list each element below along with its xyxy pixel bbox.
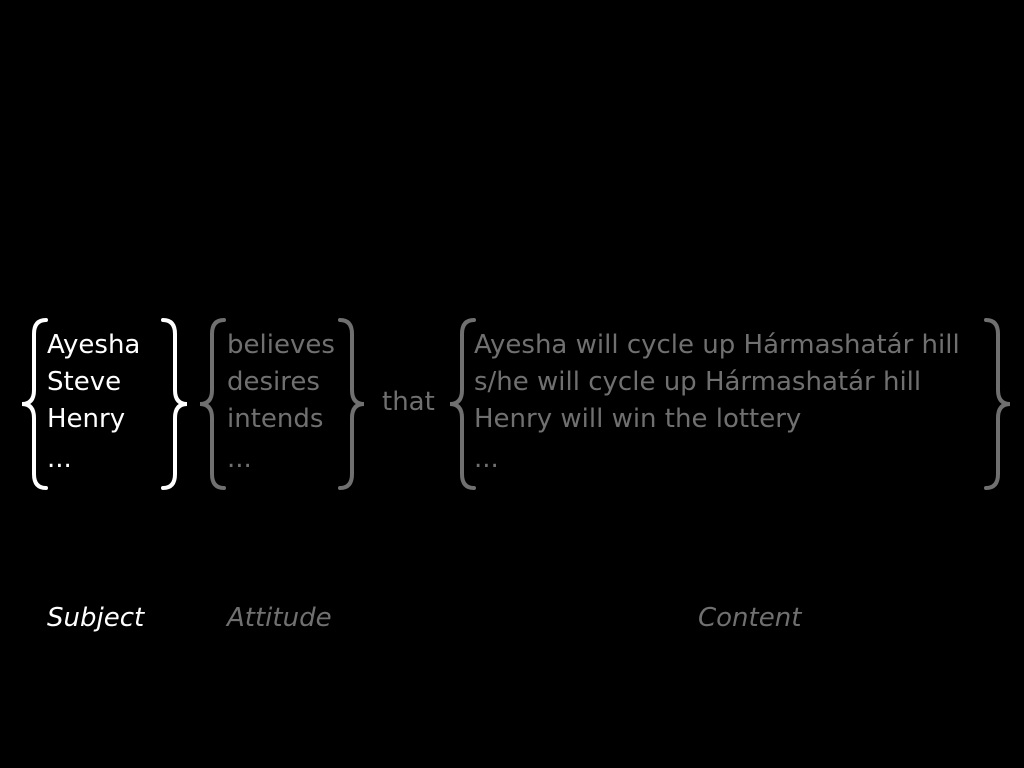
subject-item: Steve [47, 367, 122, 397]
connector-text: that [382, 387, 435, 417]
attitude-item: believes [227, 330, 335, 360]
content-item: Henry will win the lottery [474, 404, 802, 434]
attitude-item: desires [227, 367, 320, 397]
subject-item: Ayesha [47, 330, 141, 360]
attitude-label: Attitude [227, 603, 332, 633]
content-left-brace [449, 318, 476, 490]
attitude-left-brace [199, 318, 226, 490]
subject-list: Ayesha Steve Henry ... [47, 327, 140, 489]
attitude-list: believes desires intends ... [227, 327, 335, 489]
subject-right-brace [161, 318, 188, 490]
content-item: Ayesha will cycle up Hármashatár hill [474, 330, 960, 360]
content-item: s/he will cycle up Hármashatár hill [474, 367, 922, 397]
subject-left-brace [21, 318, 48, 490]
content-label: Content [698, 603, 802, 633]
subject-item-ellipsis: ... [47, 444, 72, 474]
attitude-item-ellipsis: ... [227, 444, 252, 474]
subject-item: Henry [47, 404, 126, 434]
content-list: Ayesha will cycle up Hármashatár hill s/… [474, 327, 960, 489]
content-right-brace [984, 318, 1011, 490]
attitude-right-brace [338, 318, 365, 490]
subject-label: Subject [47, 603, 145, 633]
attitude-item: intends [227, 404, 324, 434]
content-item-ellipsis: ... [474, 444, 499, 474]
